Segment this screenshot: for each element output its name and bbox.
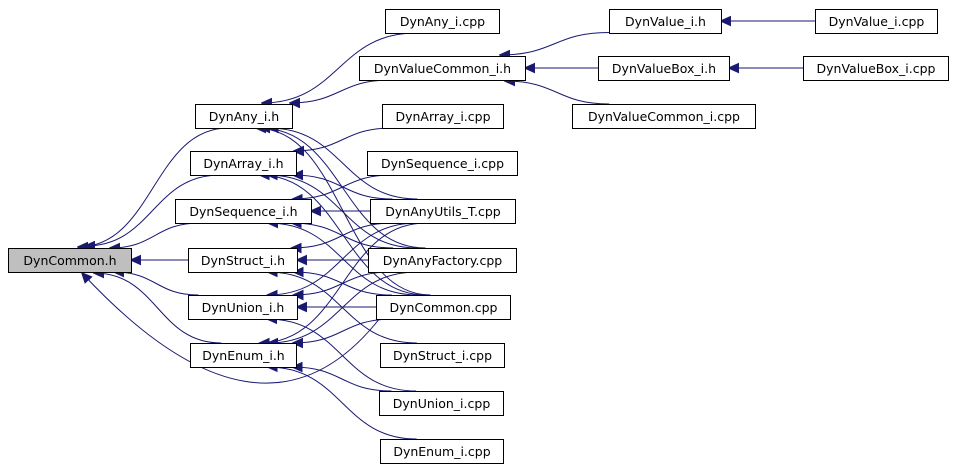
edge-dynanyutils-t-cpp-to-dynunion-i-h — [268, 222, 418, 295]
node-label: DynEnum_i.h — [202, 348, 284, 363]
node-box — [195, 104, 293, 129]
edge-dynany-i-cpp-to-dynany-i-h — [262, 32, 416, 103]
node-dynarray-i-h[interactable]: DynArray_i.h — [190, 151, 297, 176]
node-label: DynUnion_i.h — [202, 300, 285, 315]
edge-dynsequence-i-cpp-to-dynsequence-i-h — [293, 174, 393, 199]
dependency-edges — [78, 21, 815, 440]
edge-dynanyutils-t-cpp-to-dynstruct-i-h — [292, 222, 394, 248]
node-dynvaluebox-i-cpp[interactable]: DynValueBox_i.cpp — [803, 56, 949, 81]
node-label: DynSequence_i.cpp — [381, 156, 504, 171]
node-dynanyfactory-cpp[interactable]: DynAnyFactory.cpp — [368, 248, 517, 273]
node-label: DynUnion_i.cpp — [393, 396, 491, 411]
edge-dynunion-i-h-to-dyncommon-h — [114, 272, 199, 296]
node-dynany-i-cpp[interactable]: DynAny_i.cpp — [385, 9, 500, 34]
node-label: DynAny_i.h — [209, 109, 279, 124]
edge-dynvaluecommon-i-cpp-to-dynvaluecommon-i-h — [505, 81, 610, 105]
node-dynvaluecommon-i-cpp[interactable]: DynValueCommon_i.cpp — [572, 104, 756, 129]
node-label: DynAnyFactory.cpp — [383, 253, 502, 268]
node-label: DynValueCommon_i.cpp — [588, 109, 740, 124]
node-dynstruct-i-h[interactable]: DynStruct_i.h — [188, 248, 298, 273]
node-box — [367, 151, 518, 176]
node-dyncommon-h[interactable]: DynCommon.h — [8, 248, 132, 273]
node-label: DynAnyUtils_T.cpp — [385, 204, 501, 219]
node-box — [609, 9, 722, 34]
node-dynvalue-i-h[interactable]: DynValue_i.h — [609, 9, 722, 34]
node-dynanyutils-t-cpp[interactable]: DynAnyUtils_T.cpp — [370, 199, 516, 224]
node-box — [175, 199, 312, 224]
node-label: DynStruct_i.h — [201, 253, 285, 268]
node-dyncommon-cpp[interactable]: DynCommon.cpp — [376, 295, 511, 320]
node-label: DynEnum_i.cpp — [393, 444, 490, 459]
node-label: DynValue_i.h — [625, 14, 706, 29]
edge-dynvaluecommon-i-h-to-dynany-i-h — [290, 79, 390, 103]
node-dynsequence-i-cpp[interactable]: DynSequence_i.cpp — [367, 151, 518, 176]
edge-dynunion-i-cpp-to-dynunion-i-h — [267, 319, 417, 392]
node-box — [376, 295, 511, 320]
node-label: DynArray_i.cpp — [395, 109, 490, 124]
node-label: DynStruct_i.cpp — [393, 348, 492, 363]
node-box — [368, 248, 517, 273]
edge-dynanyfactory-cpp-to-dynany-i-h — [260, 128, 426, 249]
edge-dyncommon-cpp-to-dynenum-i-h — [293, 318, 394, 343]
node-label: DynValueCommon_i.h — [374, 61, 511, 76]
edge-dynenum-i-cpp-to-dynenum-i-h — [268, 367, 417, 440]
node-box — [382, 104, 504, 129]
node-label: DynArray_i.h — [203, 156, 283, 171]
node-dynany-i-h[interactable]: DynAny_i.h — [195, 104, 293, 129]
node-box — [370, 199, 516, 224]
node-box — [188, 295, 298, 320]
node-dynvalue-i-cpp[interactable]: DynValue_i.cpp — [815, 9, 938, 34]
node-dynvaluebox-i-h[interactable]: DynValueBox_i.h — [598, 56, 730, 81]
node-box — [190, 151, 297, 176]
node-box — [385, 9, 500, 34]
node-label: DynCommon.h — [23, 253, 116, 268]
edge-dynunion-i-cpp-to-dynenum-i-h — [293, 367, 392, 392]
node-dynarray-i-cpp[interactable]: DynArray_i.cpp — [382, 104, 504, 129]
node-dynstruct-i-cpp[interactable]: DynStruct_i.cpp — [380, 343, 505, 368]
node-box — [380, 439, 504, 464]
edge-dynvalue-i-h-to-dynvaluecommon-i-h — [500, 32, 610, 56]
node-box — [803, 56, 949, 81]
node-box — [380, 343, 505, 368]
node-dynunion-i-cpp[interactable]: DynUnion_i.cpp — [379, 391, 504, 416]
node-label: DynValueBox_i.h — [612, 61, 716, 76]
node-label: DynValue_i.cpp — [829, 14, 925, 29]
edge-dynarray-i-h-to-dyncommon-h — [85, 174, 221, 246]
node-label: DynSequence_i.h — [189, 204, 297, 219]
node-label: DynAny_i.cpp — [400, 14, 485, 29]
node-box — [190, 343, 297, 368]
node-dynenum-i-h[interactable]: DynEnum_i.h — [190, 343, 297, 368]
edge-dynenum-i-h-to-dyncommon-h — [94, 273, 222, 344]
node-box — [815, 9, 938, 34]
edge-dyncommon-cpp-to-dyncommon-h — [82, 273, 381, 384]
node-dynvaluecommon-i-h[interactable]: DynValueCommon_i.h — [359, 56, 526, 81]
file-nodes: DynCommon.hDynAny_i.hDynArray_i.hDynSequ… — [8, 9, 949, 464]
edge-dynarray-i-cpp-to-dynarray-i-h — [294, 127, 392, 151]
node-box — [379, 391, 504, 416]
node-label: DynCommon.cpp — [390, 300, 498, 315]
node-box — [572, 104, 756, 129]
edge-dynanyutils-t-cpp-to-dynenum-i-h — [260, 222, 426, 343]
node-label: DynValueBox_i.cpp — [817, 61, 936, 76]
node-box — [8, 248, 132, 273]
edge-dynany-i-h-to-dyncommon-h — [78, 127, 229, 247]
node-dynenum-i-cpp[interactable]: DynEnum_i.cpp — [380, 439, 504, 464]
node-dynsequence-i-h[interactable]: DynSequence_i.h — [175, 199, 312, 224]
node-dynunion-i-h[interactable]: DynUnion_i.h — [188, 295, 298, 320]
node-box — [598, 56, 730, 81]
node-box — [359, 56, 526, 81]
edge-dynanyutils-t-cpp-to-dynany-i-h — [269, 128, 418, 200]
node-box — [188, 248, 298, 273]
